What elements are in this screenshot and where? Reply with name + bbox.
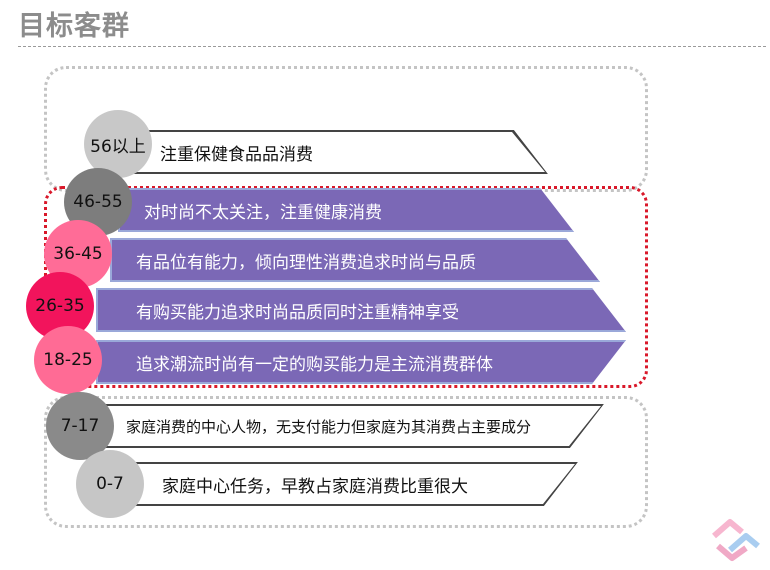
segment-description: 注重保健食品品消费 <box>160 144 313 165</box>
segment-bar-46-55: 对时尚不太关注，注重健康消费 <box>118 188 574 232</box>
title-divider <box>18 46 766 47</box>
age-label: 0-7 <box>96 474 124 494</box>
age-label: 46-55 <box>73 192 123 212</box>
segment-description: 家庭消费的中心人物，无支付能力但家庭为其消费占主要成分 <box>126 417 532 436</box>
segment-bar-0-7: 家庭中心任务，早教占家庭消费比重很大 <box>116 462 578 506</box>
group-young <box>44 396 648 528</box>
segment-bar-7-17: 家庭消费的中心人物，无支付能力但家庭为其消费占主要成分 <box>96 404 604 448</box>
age-badge-18-25: 18-25 <box>34 326 102 394</box>
segment-description: 追求潮流时尚有一定的购买能力是主流消费群体 <box>136 354 493 375</box>
logo-icon <box>712 519 760 561</box>
age-badge-0-7: 0-7 <box>76 450 144 518</box>
age-label: 26-35 <box>35 296 85 316</box>
segment-bar-18-25: 追求潮流时尚有一定的购买能力是主流消费群体 <box>96 340 626 384</box>
segment-description: 对时尚不太关注，注重健康消费 <box>144 202 382 223</box>
segment-bar-26-35: 有购买能力追求时尚品质同时注重精神享受 <box>96 288 626 332</box>
age-label: 56以上 <box>90 136 146 157</box>
segment-bar-36-45: 有品位有能力，倾向理性消费追求时尚与品质 <box>110 238 600 282</box>
age-label: 18-25 <box>43 350 93 370</box>
age-label: 36-45 <box>53 244 103 264</box>
age-badge-56-plus: 56以上 <box>84 110 152 178</box>
age-label: 7-17 <box>60 416 100 436</box>
segment-description: 家庭中心任务，早教占家庭消费比重很大 <box>162 476 468 497</box>
age-badge-7-17: 7-17 <box>46 392 114 460</box>
segment-description: 有品位有能力，倾向理性消费追求时尚与品质 <box>136 252 476 273</box>
segment-description: 有购买能力追求时尚品质同时注重精神享受 <box>136 302 459 323</box>
segment-bar-56-plus: 注重保健食品品消费 <box>118 130 548 174</box>
page-title: 目标客群 <box>18 11 130 42</box>
